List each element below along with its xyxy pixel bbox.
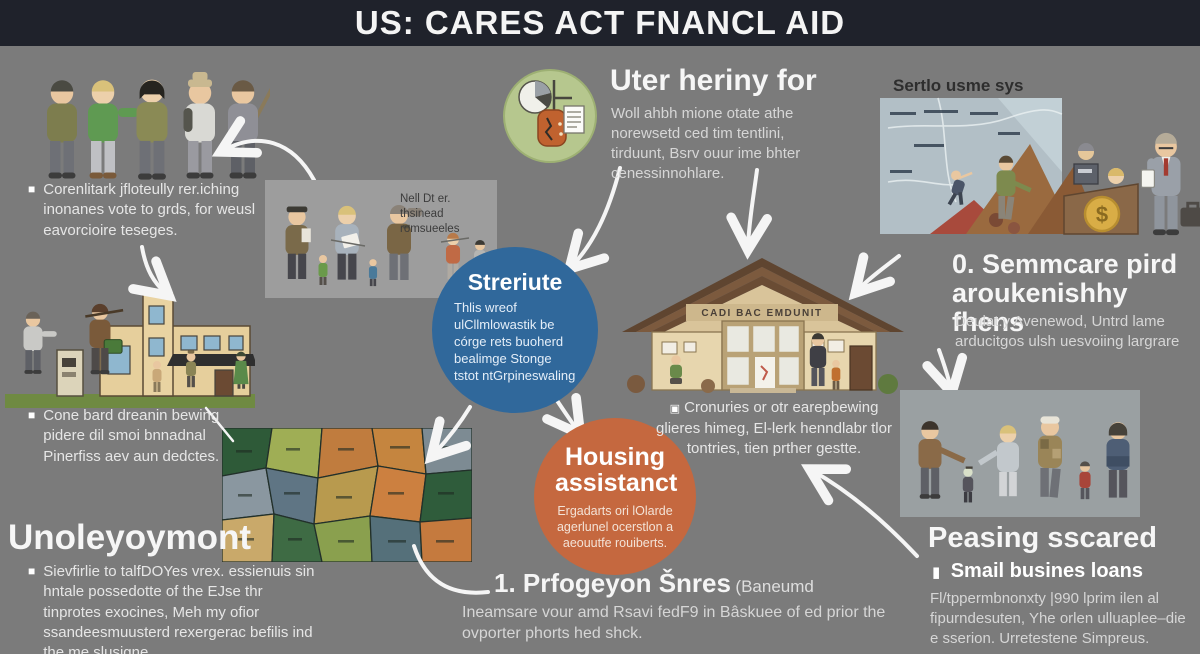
header-bar: US: CARES ACT FNANCL AID bbox=[0, 0, 1200, 46]
document-icon bbox=[563, 105, 585, 134]
housing-title: Housing assistanct bbox=[555, 443, 678, 498]
bullet-square-icon: ▣ bbox=[669, 403, 680, 415]
mid-left-note-text: Cone bard dreanin bewing pidere dil smoi… bbox=[43, 407, 220, 465]
svg-text:$: $ bbox=[1096, 202, 1108, 227]
bullet-square-icon: ■ bbox=[28, 408, 36, 422]
arrow-icon bbox=[542, 392, 587, 443]
eligibility-heading: Uter heriny for bbox=[610, 64, 817, 97]
bullet-square-icon: ■ bbox=[28, 182, 36, 196]
structure-title: Streriute bbox=[467, 269, 563, 295]
top-left-note-text: Corenlitark jfloteully rer.iching inonan… bbox=[43, 181, 256, 239]
protection-heading-bold: 1. Prfogeyon Šnres bbox=[494, 568, 731, 598]
briefcase-icon bbox=[1180, 201, 1200, 227]
protection-heading: 1. Prfogeyon Šnres (Baneumd bbox=[494, 568, 814, 599]
photo-caption: Nell Dt er. thsinead romsueeles bbox=[400, 193, 460, 235]
pie-chart-icon bbox=[518, 80, 552, 114]
people-group-illustration bbox=[47, 72, 270, 180]
family-figures-illustration bbox=[285, 205, 486, 287]
structure-circle: Streriute Thlis wreof ulCllmlowastik be … bbox=[432, 247, 598, 413]
unemployment-heading: Unoleyoymont bbox=[8, 518, 252, 557]
small-business-subheading: ▮ Smail busines loans bbox=[932, 560, 1143, 583]
top-right-heading: Sertlo usme sys bbox=[893, 76, 1024, 95]
healthcare-heading: 0. Semmcare pird aroukenishhy fhens bbox=[952, 249, 1178, 338]
housing-body: Ergadarts ori lOlarde agerlunel ocerstlo… bbox=[556, 503, 674, 551]
page-title: US: CARES ACT FNANCL AID bbox=[354, 4, 846, 41]
loan-office-illustration: $ bbox=[880, 97, 1200, 236]
arrow-icon bbox=[922, 348, 968, 403]
small-business-body: Fl/tppermbnonxty |990 lprim ilen al fipu… bbox=[930, 590, 1186, 647]
community-note-text: Cronuries or otr earepbewing glieres him… bbox=[656, 399, 892, 457]
unemployment-note: ■ Sievfirlie to talfDOYes vrex. essienui… bbox=[28, 562, 318, 654]
arrow-icon bbox=[128, 245, 177, 302]
top-left-note: ■ Corenlitark jfloteully rer.iching inon… bbox=[28, 180, 263, 241]
small-business-heading: Peasing sscared bbox=[928, 522, 1157, 554]
bullet-square-icon: ■ bbox=[28, 564, 36, 578]
community-center-illustration: CADI BAC EMDUNIT bbox=[622, 258, 904, 394]
unemployment-note-text: Sievfirlie to talfDOYes vrex. essienuis … bbox=[43, 563, 315, 654]
protection-body: Ineamsare vour amd Rsavi fedF9 in Bâskue… bbox=[462, 604, 886, 643]
eligibility-body: Woll ahbh mione otate athe norewsetd ced… bbox=[611, 105, 801, 182]
protection-heading-light: (Baneumd bbox=[735, 577, 814, 596]
community-note: ▣ Cronuries or otr earepbewing glieres h… bbox=[648, 398, 900, 459]
mid-left-note: ■ Cone bard dreanin bewing pidere dil sm… bbox=[28, 406, 263, 467]
housing-circle: Housing assistanct Ergadarts ori lOlarde… bbox=[534, 418, 696, 575]
aid-resources-icon bbox=[503, 69, 597, 163]
dollar-coin-icon: $ bbox=[1083, 195, 1121, 233]
building-sign: CADI BAC EMDUNIT bbox=[701, 308, 822, 319]
families-photo-panel bbox=[900, 390, 1140, 517]
structure-body: Thlis wreof ulCllmlowastik be córge rets… bbox=[454, 300, 576, 383]
town-building-illustration bbox=[5, 293, 255, 408]
small-business-subheading-text: Smail busines loans bbox=[950, 560, 1144, 582]
healthcare-body: Deulat.y Avenewod, Untrd lame arducitgos… bbox=[955, 313, 1180, 350]
money-jar-icon bbox=[537, 109, 567, 147]
bullet-bar-icon: ▮ bbox=[932, 564, 941, 581]
families-figures-illustration bbox=[918, 416, 1130, 503]
